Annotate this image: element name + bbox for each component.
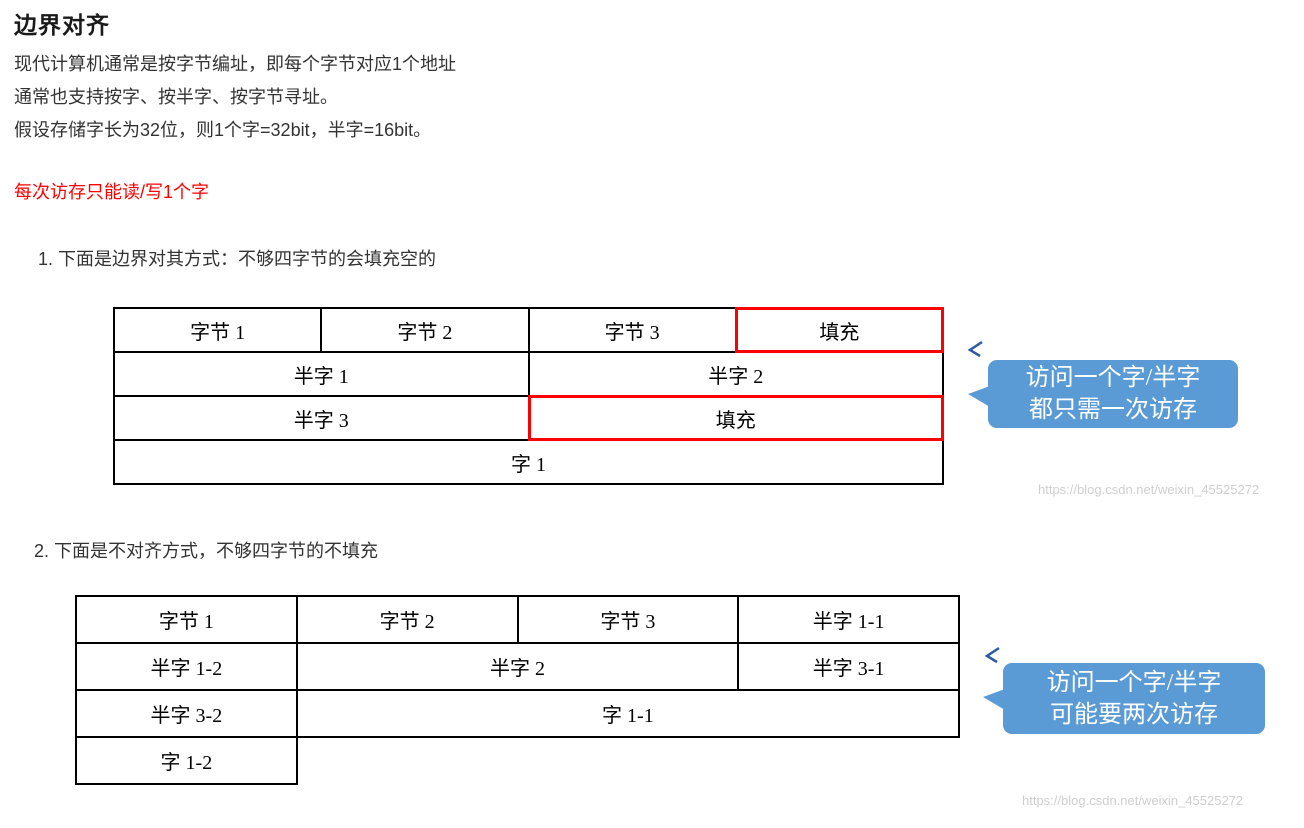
intro-paragraph: 现代计算机通常是按字节编址，即每个字节对应1个地址 通常也支持按字、按半字、按字…	[14, 48, 456, 147]
callout-aligned-access: 访问一个字/半字 都只需一次访存	[968, 360, 1238, 428]
cell-label: 填充	[819, 321, 860, 344]
cell-label: 字节 3	[600, 611, 656, 633]
cell-label: 字 1	[511, 453, 546, 476]
table-row: 半字 3-2 字 1-1	[75, 689, 961, 738]
cell-label: 字节 1	[190, 321, 246, 344]
cell-label: 字节 3	[604, 321, 660, 344]
table-cell: 字节 2	[295, 595, 519, 644]
table-row: 半字 1 半字 2	[113, 351, 944, 397]
table-row: 半字 3 填充	[113, 395, 944, 441]
cell-label: 半字 1	[293, 365, 349, 388]
table-cell-padding: 填充	[527, 395, 944, 441]
table-cell: 字节 3	[527, 307, 737, 353]
callout-tail-icon	[983, 689, 1005, 710]
table-cell: 半字 2	[295, 642, 740, 691]
callout-text: 可能要两次访存	[1050, 701, 1218, 728]
aligned-memory-table: 字节 1 字节 2 字节 3 填充 半字 1 半字 2 半字 3 填充	[112, 307, 945, 485]
cell-label: 半字 2	[490, 658, 545, 680]
table-cell: 字 1	[113, 439, 944, 485]
callout-text: 访问一个字/半字	[1025, 365, 1201, 391]
table-cell: 半字 3-2	[75, 689, 298, 738]
watermark-text: https://blog.csdn.net/weixin_45525272	[1022, 793, 1244, 808]
empty-region	[297, 737, 959, 784]
cell-label: 填充	[715, 409, 756, 432]
table-cell: 半字 2	[527, 351, 944, 397]
cell-label: 半字 1-2	[150, 658, 223, 680]
table-cell: 半字 1-1	[737, 595, 960, 644]
callout-text: 都只需一次访存	[1029, 397, 1197, 423]
cell-label: 半字 3	[293, 409, 349, 432]
table-row: 字 1-2	[75, 736, 959, 785]
table-row: 字 1	[113, 439, 944, 485]
table-cell: 字节 3	[516, 595, 740, 644]
watermark-text: https://blog.csdn.net/weixin_45525272	[1038, 482, 1260, 497]
table-row: 半字 1-2 半字 2 半字 3-1	[75, 642, 960, 691]
table-cell: 半字 3	[113, 395, 530, 441]
connector-arrow-icon	[984, 646, 1000, 664]
table-cell: 半字 1	[113, 351, 530, 397]
cell-label: 字节 2	[379, 611, 435, 633]
callout-tail-icon	[968, 386, 990, 407]
table-cell: 半字 3-1	[737, 642, 960, 691]
table-cell: 字节 1	[112, 307, 323, 353]
cell-label: 半字 2	[708, 365, 764, 388]
table-row: 字节 1 字节 2 字节 3 填充	[112, 307, 945, 353]
unaligned-memory-table: 字节 1 字节 2 字节 3 半字 1-1 半字 1-2 半字 2 半字 3-1…	[75, 595, 961, 785]
callout-unaligned-access: 访问一个字/半字 可能要两次访存	[983, 663, 1265, 734]
page-title: 边界对齐	[14, 12, 110, 38]
red-note-text: 每次访存只能读/写1个字	[14, 182, 210, 202]
table-cell: 半字 1-2	[75, 642, 298, 691]
table-cell-padding: 填充	[734, 307, 945, 353]
table-cell: 字节 2	[320, 307, 530, 353]
table-cell: 字节 1	[75, 595, 298, 644]
table-cell: 字 1-1	[295, 689, 961, 738]
paragraph-line: 假设存储字长为32位，则1个字=32bit，半字=16bit。	[14, 120, 432, 140]
cell-label: 半字 1-1	[812, 611, 885, 633]
table-row: 字节 1 字节 2 字节 3 半字 1-1	[75, 595, 960, 644]
cell-label: 字节 2	[397, 321, 453, 344]
connector-arrow-icon	[967, 340, 983, 358]
paragraph-line: 通常也支持按字、按半字、按字节寻址。	[14, 87, 338, 107]
cell-label: 半字 3-2	[150, 705, 223, 727]
cell-label: 字节 1	[158, 611, 214, 633]
cell-label: 字 1-2	[160, 752, 213, 774]
cell-label: 半字 3-1	[812, 658, 885, 680]
list-item-unaligned: 2. 下面是不对齐方式，不够四字节的不填充	[34, 541, 379, 561]
list-item-aligned: 1. 下面是边界对其方式：不够四字节的会填充空的	[38, 249, 437, 269]
cell-label: 字 1-1	[602, 705, 654, 727]
paragraph-line: 现代计算机通常是按字节编址，即每个字节对应1个地址	[14, 54, 457, 74]
table-cell: 字 1-2	[75, 736, 298, 785]
callout-text: 访问一个字/半字	[1046, 669, 1222, 696]
